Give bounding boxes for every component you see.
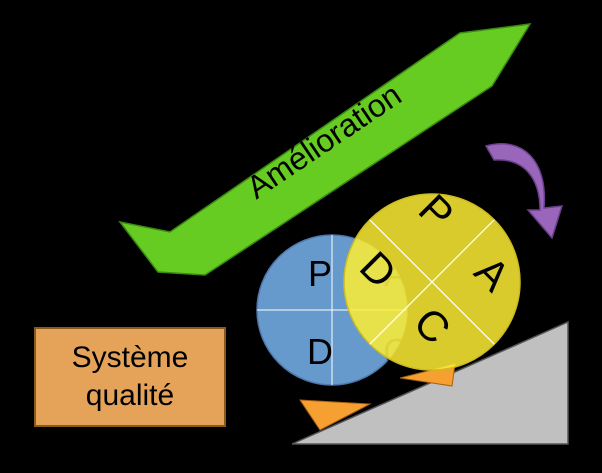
- yellow-wheel: [343, 193, 521, 371]
- quality-system-line2: qualité: [85, 379, 175, 412]
- blue-wheel-label-d: D: [307, 331, 333, 372]
- rotation-arrow-icon: [484, 143, 564, 240]
- blue-wheel-wedge: [299, 399, 372, 431]
- quality-system-line1: Système: [71, 341, 189, 374]
- blue-wheel-label-p: P: [308, 253, 332, 294]
- quality-system-box: Système qualité: [34, 327, 226, 427]
